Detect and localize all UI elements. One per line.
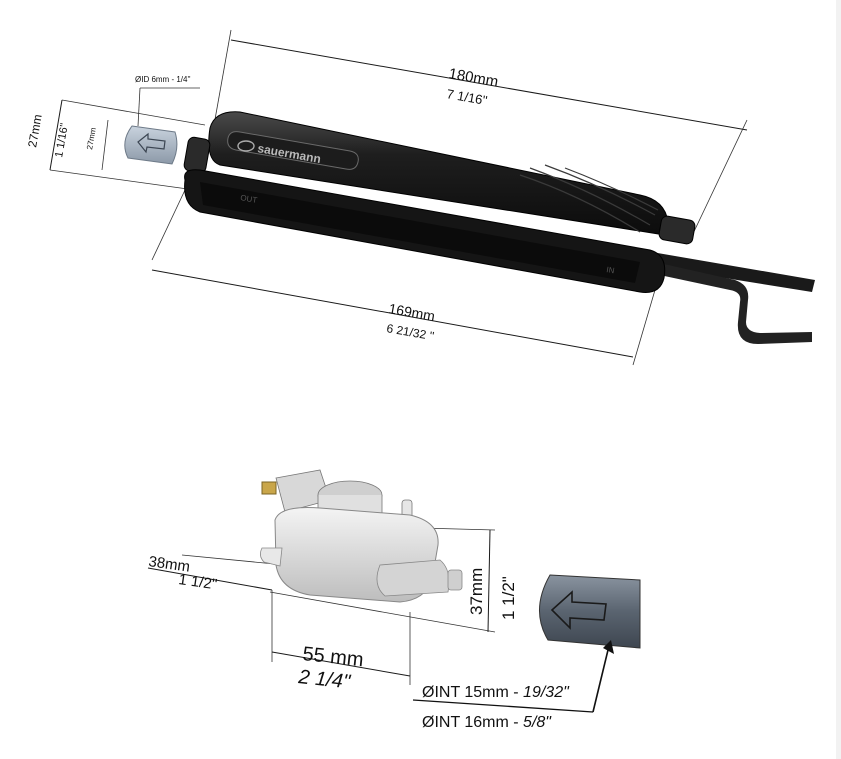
- reservoir-length-in: 2 1/4": [296, 666, 351, 693]
- flow-arrow-icon: [137, 132, 166, 154]
- reservoir-body: [260, 469, 463, 603]
- brand-logo-icon: [237, 140, 255, 152]
- reservoir-width-in: 1 1/2": [177, 571, 218, 593]
- body-length-mm: 169mm: [387, 300, 436, 324]
- hose-leader: [412, 640, 614, 713]
- drain-hose: [539, 574, 641, 649]
- dimension-reservoir-height: 37mm 1 1/2": [269, 527, 518, 633]
- outlet-fitting: [658, 215, 696, 245]
- inlet-id-label: ØID 6mm - 1/4'': [135, 75, 191, 84]
- pump-body: sauermann OUT IN: [183, 111, 696, 293]
- inlet-height-mm: 27mm: [85, 127, 98, 151]
- dimension-inlet: 27mm ØID 6mm - 1/4'': [85, 75, 200, 171]
- terminal-icon: [261, 481, 277, 495]
- pump-drawing: 180mm 7 1/16'' 169mm 6 21/32 '' 27mm 1 1…: [25, 29, 815, 366]
- reservoir-height-mm: 37mm: [467, 568, 486, 615]
- hose-int-1: ØINT 15mm - 19/32": [422, 684, 570, 701]
- dimension-height: 27mm 1 1/16'': [25, 99, 206, 191]
- reservoir-height-in: 1 1/2": [499, 576, 518, 620]
- dimension-reservoir-length: 55 mm 2 1/4": [271, 590, 411, 693]
- flow-arrow-icon: [550, 590, 607, 630]
- in-label: IN: [606, 265, 616, 275]
- inlet-fitting: [183, 136, 211, 174]
- right-edge-rule: [836, 0, 841, 759]
- height-in: 1 1/16'': [53, 122, 71, 158]
- reservoir-width-mm: 38mm: [147, 553, 191, 576]
- body-length-in: 6 21/32 '': [385, 321, 435, 343]
- reservoir-drawing: 38mm 1 1/2" 37mm 1 1/2" 55 mm 2 1/4": [147, 469, 641, 731]
- out-label: OUT: [240, 193, 258, 205]
- hose-id-labels: ØINT 15mm - 19/32" ØINT 16mm - 5/8": [422, 684, 570, 731]
- hose-int-2: ØINT 16mm - 5/8": [422, 714, 552, 731]
- dimension-reservoir-width: 38mm 1 1/2": [147, 553, 286, 593]
- inlet-tube: [124, 125, 178, 165]
- height-mm: 27mm: [25, 113, 45, 148]
- discharge-hose: [640, 250, 815, 344]
- overall-length-in: 7 1/16'': [445, 86, 488, 108]
